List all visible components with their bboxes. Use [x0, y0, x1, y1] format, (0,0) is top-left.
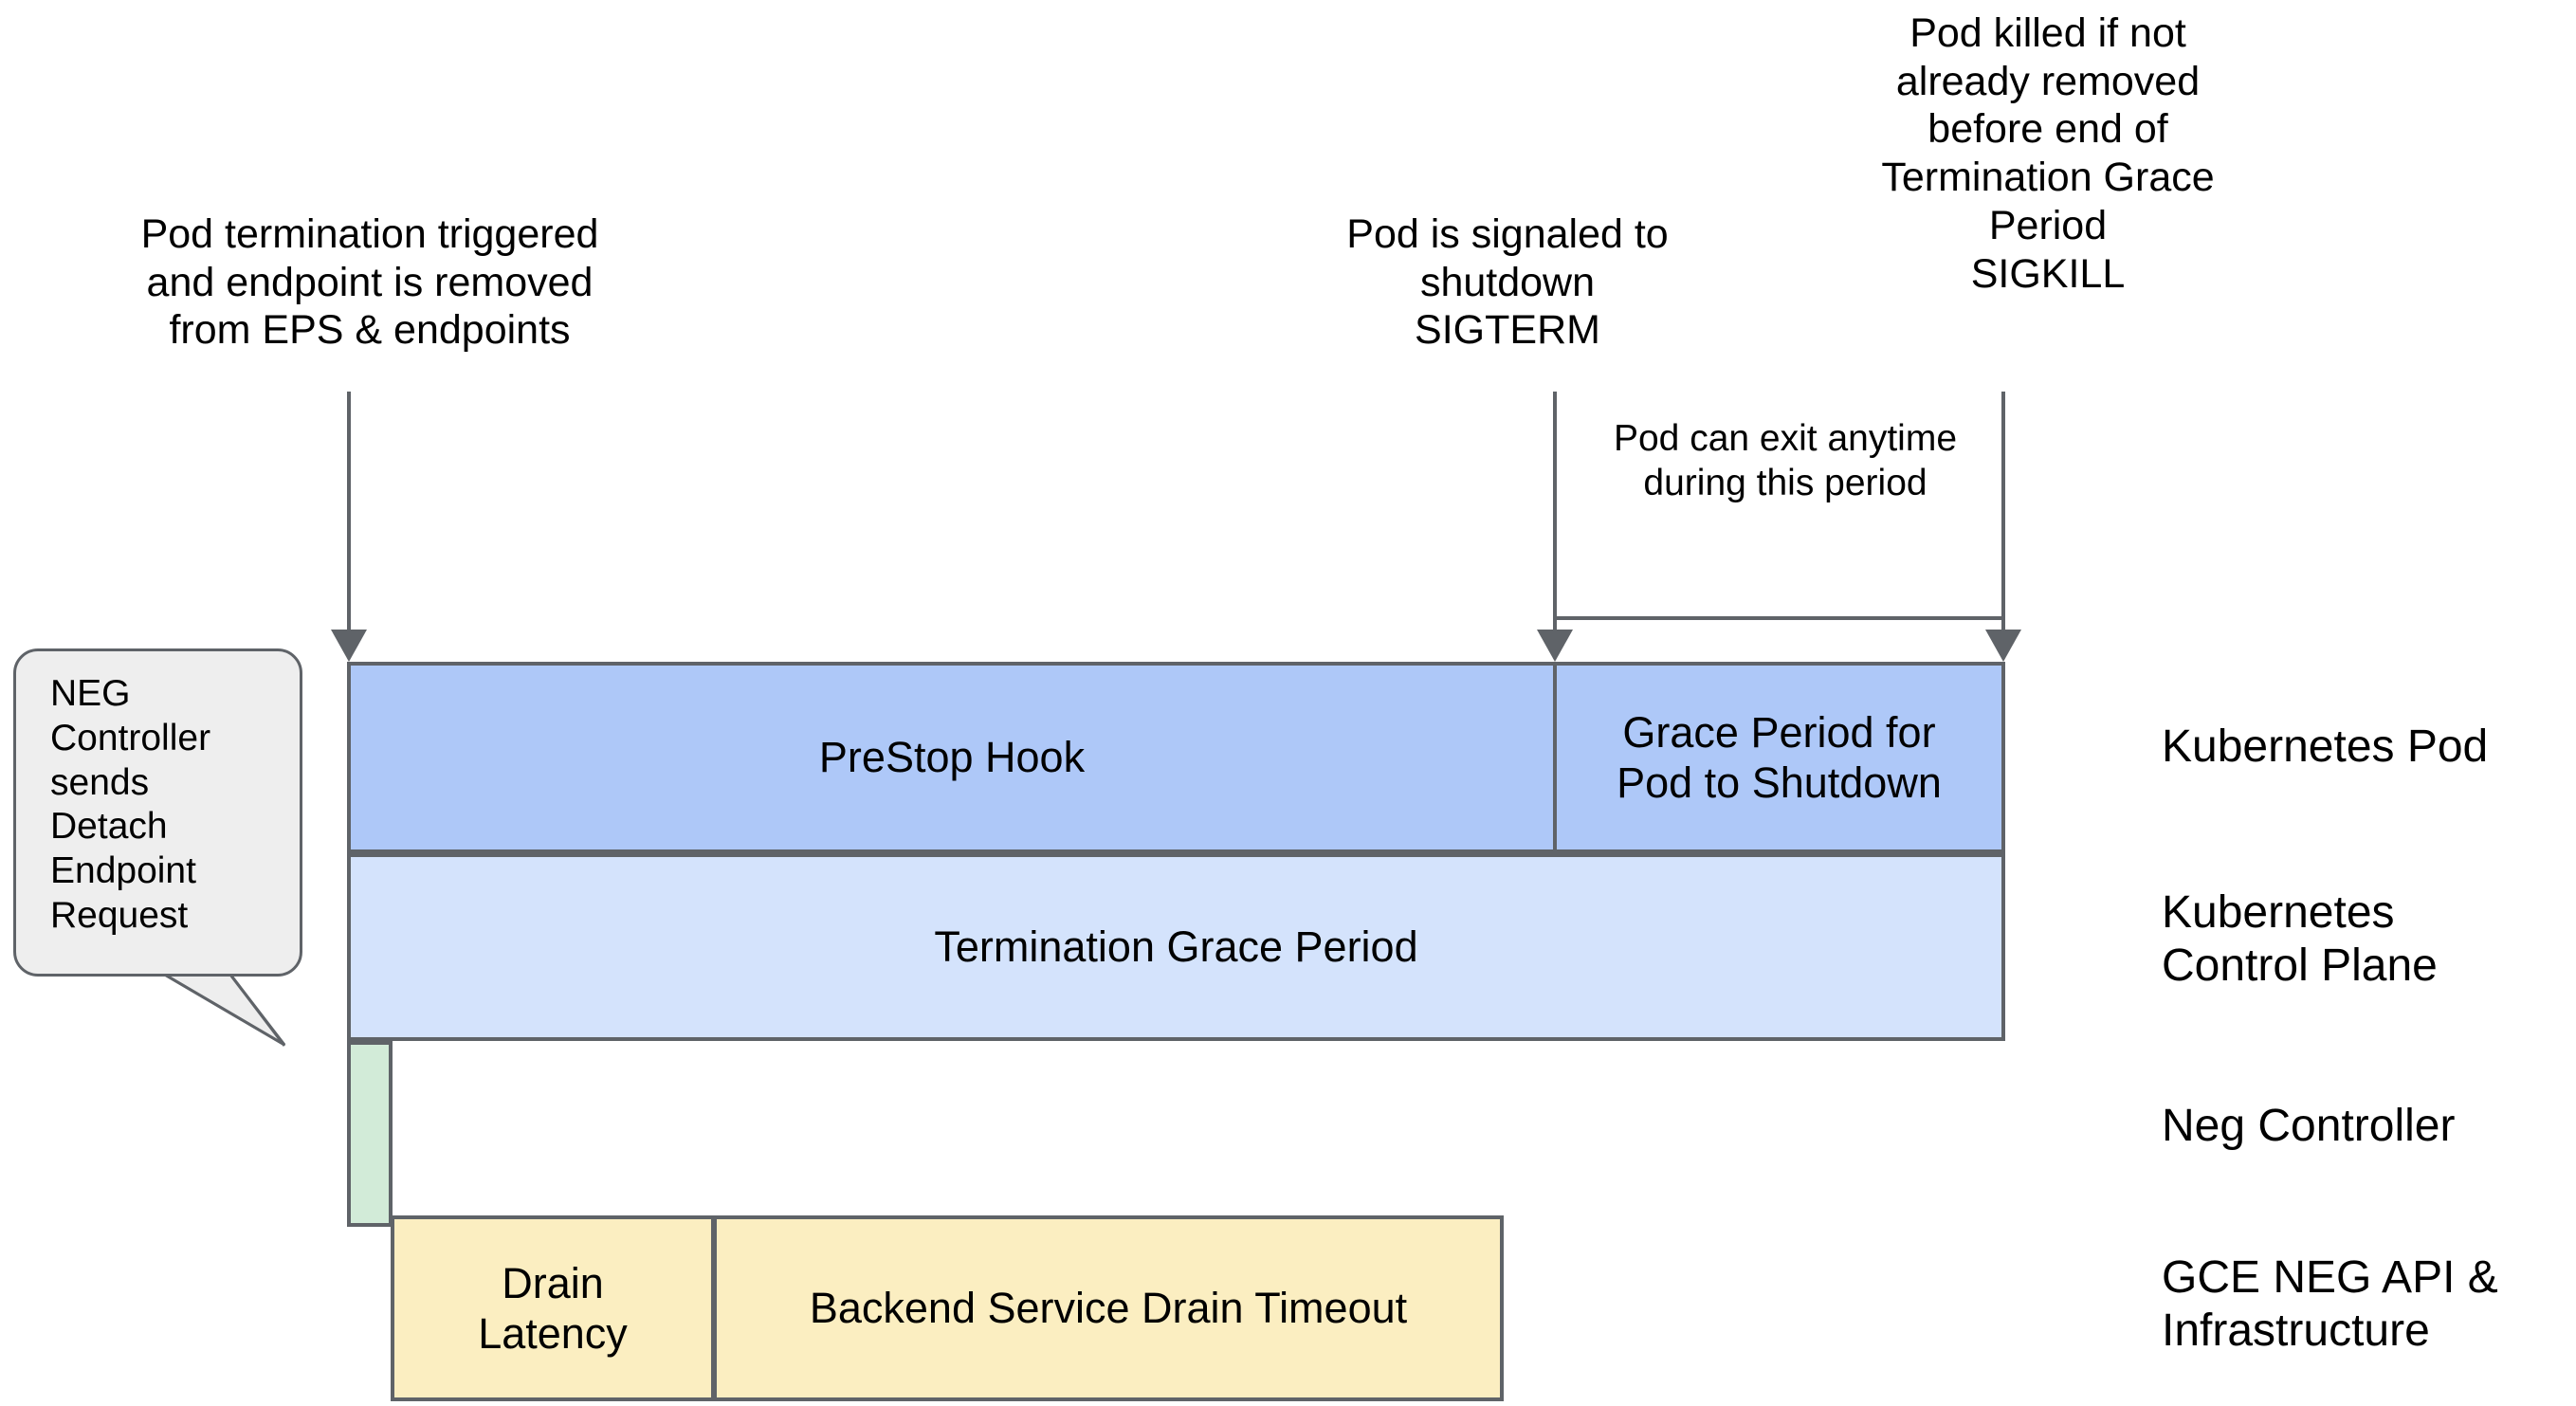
annotation-pod-termination-triggered: Pod termination triggered and endpoint i…	[140, 211, 599, 354]
arrow-line-pod-termination	[347, 392, 351, 633]
arrow-head-sigterm	[1537, 630, 1573, 662]
lane-label-kubernetes-control-plane: Kubernetes Control Plane	[2162, 887, 2438, 991]
neg-detach-callout-text: NEG Controller sends Detach Endpoint Req…	[13, 648, 302, 977]
span-line-pod-exit-window	[1553, 616, 2005, 620]
annotation-sigkill: Pod killed if not already removed before…	[1881, 10, 2215, 297]
neg-detach-callout: NEG Controller sends Detach Endpoint Req…	[0, 648, 398, 1179]
arrow-head-sigkill	[1985, 630, 2021, 662]
annotation-pod-can-exit-anytime: Pod can exit anytime during this period	[1613, 418, 1958, 503]
lane-label-neg-controller: Neg Controller	[2162, 1101, 2456, 1151]
annotation-sigterm: Pod is signaled to shutdown SIGTERM	[1346, 211, 1669, 354]
bar-backend-service-drain-timeout: Backend Service Drain Timeout	[713, 1215, 1504, 1401]
bar-prestop-hook: PreStop Hook	[347, 662, 1557, 853]
bar-termination-grace-period: Termination Grace Period	[347, 853, 2005, 1041]
arrow-line-sigkill	[2001, 392, 2005, 633]
lane-label-gce-neg-api: GCE NEG API & Infrastructure	[2162, 1252, 2498, 1356]
bar-drain-latency: Drain Latency	[391, 1215, 715, 1401]
bar-grace-period-for-pod-to-shutdown: Grace Period for Pod to Shutdown	[1553, 662, 2005, 853]
bar-neg-controller	[347, 1041, 393, 1227]
lane-label-kubernetes-pod: Kubernetes Pod	[2162, 721, 2489, 772]
arrow-line-sigterm	[1553, 392, 1557, 633]
arrow-head-pod-termination	[331, 630, 367, 662]
